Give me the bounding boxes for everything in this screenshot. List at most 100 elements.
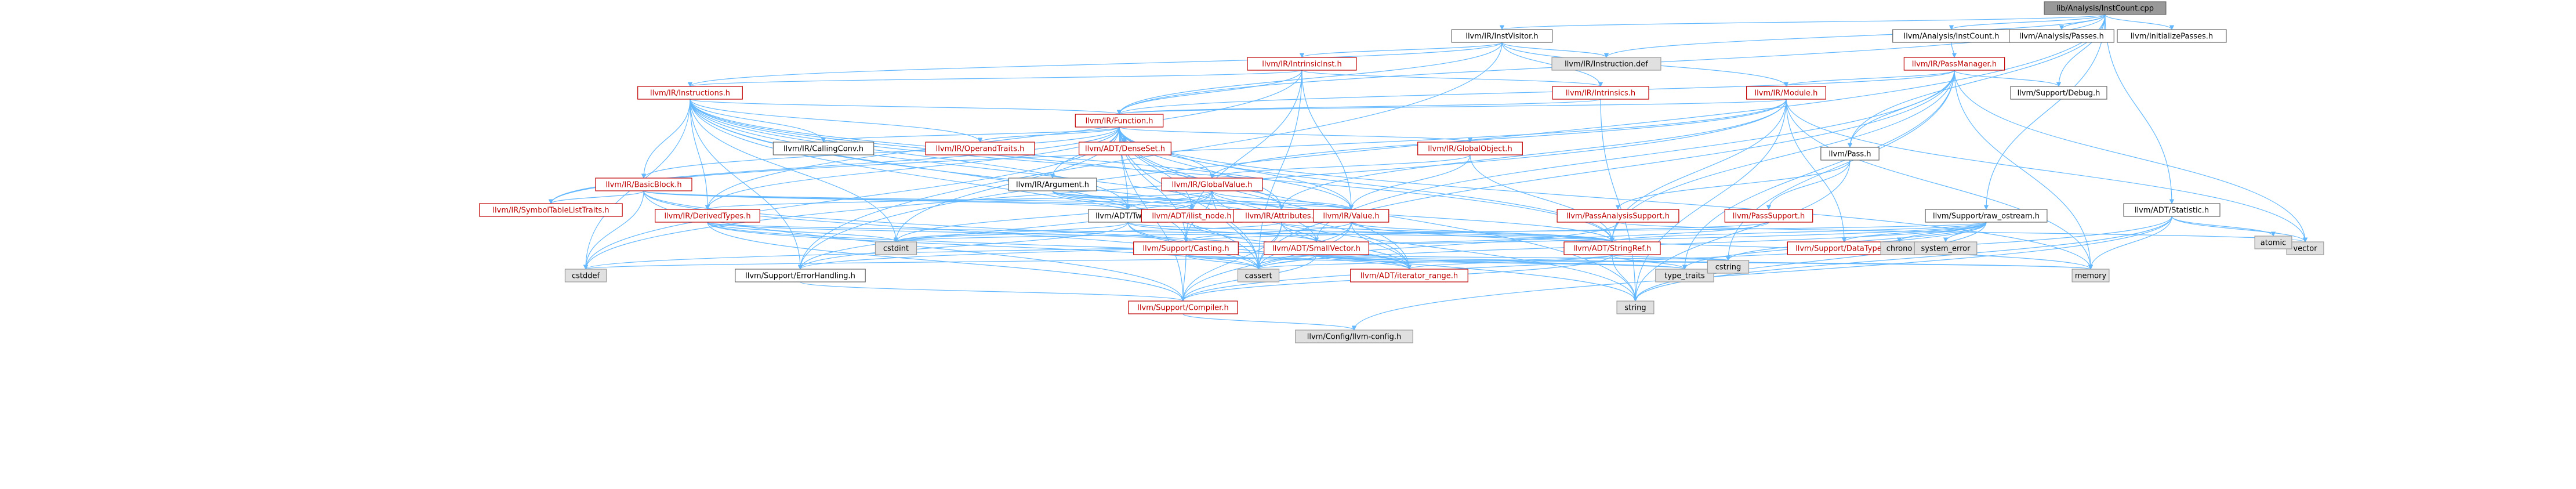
- node-box: [1820, 147, 1880, 161]
- node-Casting[interactable]: llvm/Support/Casting.h: [1133, 241, 1239, 255]
- node-label: llvm/ADT/SmallVector.h: [1272, 245, 1360, 253]
- node-Argument[interactable]: llvm/IR/Argument.h: [1008, 178, 1097, 191]
- node-InstVisitor[interactable]: llvm/IR/InstVisitor.h: [1451, 29, 1553, 43]
- edge-Instructions-to-OperandTraits: [690, 99, 983, 143]
- node-SupportDebug[interactable]: llvm/Support/Debug.h: [2010, 86, 2107, 100]
- node-box: [2010, 86, 2107, 100]
- edge-PassManager-to-SmallVector: [1314, 70, 1955, 242]
- node-label: lib/Analysis/InstCount.cpp: [2056, 5, 2154, 13]
- node-label: type_traits: [1664, 272, 1705, 281]
- edge-StringRef-to-string: [1612, 254, 1638, 302]
- node-Compiler[interactable]: llvm/Support/Compiler.h: [1128, 300, 1238, 314]
- node-Function[interactable]: llvm/IR/Function.h: [1075, 114, 1164, 128]
- edge-PassManager-to-cstring: [1725, 70, 1955, 261]
- node-string: string: [1616, 300, 1655, 314]
- node-label: llvm/IR/IntrinsicInst.h: [1262, 60, 1341, 69]
- node-CallingConv[interactable]: llvm/IR/CallingConv.h: [772, 142, 875, 155]
- node-GlobalValue[interactable]: llvm/IR/GlobalValue.h: [1161, 178, 1263, 191]
- node-RawOstream[interactable]: llvm/Support/raw_ostream.h: [1925, 209, 2048, 223]
- node-DerivedTypes[interactable]: llvm/IR/DerivedTypes.h: [655, 209, 760, 223]
- node-IntrinsicInst[interactable]: llvm/IR/IntrinsicInst.h: [1247, 57, 1357, 71]
- node-Statistic[interactable]: llvm/ADT/Statistic.h: [2123, 203, 2221, 217]
- node-Attributes[interactable]: llvm/IR/Attributes.h: [1233, 209, 1330, 223]
- node-box: [1128, 300, 1238, 314]
- node-Pass[interactable]: llvm/Pass.h: [1820, 147, 1880, 161]
- node-box: [564, 269, 607, 282]
- node-label: llvm/ADT/Statistic.h: [2135, 207, 2209, 215]
- node-Value[interactable]: llvm/IR/Value.h: [1313, 209, 1389, 223]
- node-cstddef: cstddef: [564, 269, 607, 282]
- node-label: cstddef: [572, 272, 600, 281]
- node-box: [1746, 86, 1827, 100]
- node-label: llvm/Support/Casting.h: [1142, 245, 1229, 253]
- node-AnalysisPasses[interactable]: llvm/Analysis/Passes.h: [2009, 29, 2114, 43]
- node-box: [1552, 86, 1649, 100]
- node-InstructionDef: llvm/IR/Instruction.def: [1551, 57, 1661, 71]
- edge-StringRef-to-IteratorRange: [1407, 254, 1613, 270]
- edge-Twine-to-cstdint: [893, 222, 1129, 242]
- edge-Module-to-Function: [1117, 99, 1787, 115]
- node-PassSupport[interactable]: llvm/PassSupport.h: [1724, 209, 1813, 223]
- edge-InstVisitor-to-Function: [1116, 42, 1503, 115]
- node-box: [595, 178, 692, 191]
- node-DenseSet[interactable]: llvm/ADT/DenseSet.h: [1079, 142, 1171, 155]
- node-cstring: cstring: [1707, 260, 1750, 274]
- edge-InstVisitor-to-Instructions: [688, 42, 1503, 87]
- edge-Function-to-CallingConv: [821, 126, 1120, 143]
- node-OperandTraits[interactable]: llvm/IR/OperandTraits.h: [925, 142, 1035, 155]
- node-cstdint: cstdint: [875, 241, 917, 255]
- edge-Pass-to-string: [1632, 160, 1851, 302]
- node-atomic: atomic: [2254, 236, 2292, 249]
- node-AnalysisInstCount[interactable]: llvm/Analysis/InstCount.h: [1892, 29, 2011, 43]
- node-label: llvm/IR/Attributes.h: [1245, 212, 1318, 221]
- node-box: [772, 142, 875, 155]
- node-box: [1903, 57, 2005, 71]
- node-SmallVector[interactable]: llvm/ADT/SmallVector.h: [1264, 241, 1369, 255]
- edge-RawOstream-to-string: [1632, 222, 1987, 302]
- node-InitializePasses[interactable]: llvm/InitializePasses.h: [2117, 29, 2227, 43]
- node-SymbolTableListTraits[interactable]: llvm/IR/SymbolTableListTraits.h: [479, 203, 623, 217]
- node-box: [1264, 241, 1369, 255]
- node-Intrinsics[interactable]: llvm/IR/Intrinsics.h: [1552, 86, 1649, 100]
- node-IteratorRange[interactable]: llvm/ADT/iterator_range.h: [1350, 269, 1468, 282]
- edge-root-to-InitializePasses: [2105, 14, 2175, 30]
- edge-Argument-to-Value: [1052, 190, 1354, 210]
- node-label: llvm/Support/Compiler.h: [1137, 304, 1228, 313]
- edge-Attributes-to-cstdint: [894, 222, 1282, 242]
- node-root[interactable]: lib/Analysis/InstCount.cpp: [2044, 1, 2167, 15]
- node-GlobalObject[interactable]: llvm/IR/GlobalObject.h: [1417, 142, 1523, 155]
- edge-InstVisitor-to-ErrorHandling: [797, 42, 1503, 270]
- node-label: llvm/Support/DataTypes.h: [1795, 245, 1893, 253]
- node-StringRef[interactable]: llvm/ADT/StringRef.h: [1563, 241, 1661, 255]
- edge-Value-to-Compiler: [1180, 222, 1352, 302]
- edge-PassManager-to-Function: [1117, 70, 1955, 115]
- edge-StringRef-to-typeTraits: [1612, 254, 1688, 270]
- node-label: vector: [2293, 245, 2317, 253]
- node-ilistNode[interactable]: llvm/ADT/ilist_node.h: [1141, 209, 1243, 223]
- node-box: [1075, 114, 1164, 128]
- node-label: llvm/IR/Instruction.def: [1565, 60, 1648, 69]
- edge-DerivedTypes-to-cassert: [707, 222, 1261, 270]
- edge-Instructions-to-ErrorHandling: [690, 99, 803, 270]
- edge-RawOstream-to-DataTypes: [1841, 222, 1987, 242]
- node-DataTypes[interactable]: llvm/Support/DataTypes.h: [1787, 241, 1902, 255]
- node-label: llvm/IR/PassManager.h: [1912, 60, 1997, 69]
- node-Instructions[interactable]: llvm/IR/Instructions.h: [637, 86, 743, 100]
- edge-Statistic-to-atomic: [2171, 216, 2276, 237]
- edge-GlobalValue-to-DerivedTypes: [705, 190, 1213, 210]
- node-box: [2009, 29, 2114, 43]
- edge-Twine-to-ErrorHandling: [797, 222, 1129, 270]
- edge-Module-to-vector: [1786, 99, 2308, 242]
- edge-root-to-SupportDebug: [2056, 14, 2106, 87]
- node-BasicBlock[interactable]: llvm/IR/BasicBlock.h: [595, 178, 692, 191]
- node-ErrorHandling[interactable]: llvm/Support/ErrorHandling.h: [735, 269, 866, 282]
- node-cassert: cassert: [1237, 269, 1280, 282]
- node-label: llvm/IR/DerivedTypes.h: [664, 212, 750, 221]
- edge-Function-to-BasicBlock: [641, 126, 1120, 179]
- edge-IntrinsicInst-to-Function: [1116, 70, 1302, 115]
- edge-Casting-to-cassert: [1185, 254, 1261, 270]
- edge-Instructions-to-DerivedTypes: [690, 99, 710, 210]
- node-PassManager[interactable]: llvm/IR/PassManager.h: [1903, 57, 2005, 71]
- node-PassAnalysisSupport[interactable]: llvm/PassAnalysisSupport.h: [1557, 209, 1679, 223]
- node-Module[interactable]: llvm/IR/Module.h: [1746, 86, 1827, 100]
